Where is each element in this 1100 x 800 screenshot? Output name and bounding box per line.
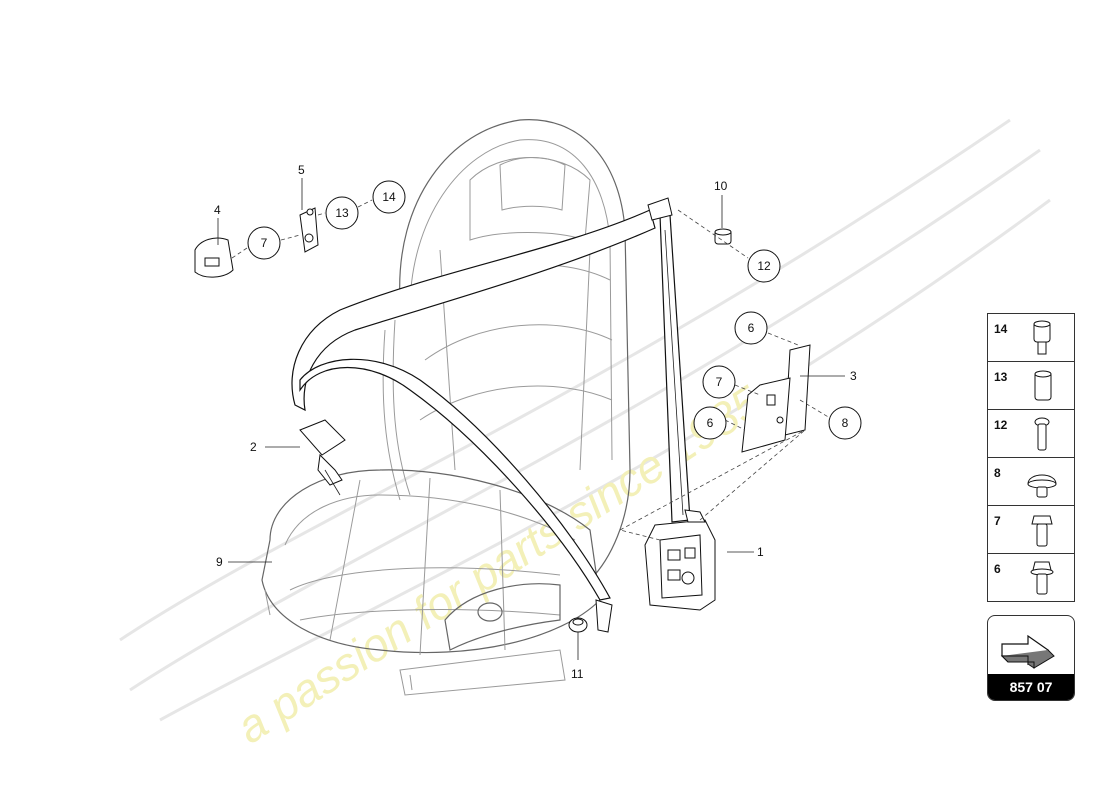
svg-text:13: 13 xyxy=(335,206,349,220)
legend-number: 8 xyxy=(994,466,1001,480)
callout-circle-8: 8 xyxy=(828,406,862,440)
arrow-icon xyxy=(1000,634,1055,669)
callout-4: 4 xyxy=(214,203,221,217)
callout-5: 5 xyxy=(298,163,305,177)
belt-webbing xyxy=(291,209,691,601)
legend-row: 6 xyxy=(988,554,1074,601)
sleeve-nut-icon xyxy=(1033,320,1051,355)
svg-text:14: 14 xyxy=(382,190,396,204)
legend-row: 8 xyxy=(988,458,1074,506)
legend-number: 7 xyxy=(994,514,1001,528)
legend-row: 13 xyxy=(988,362,1074,410)
diagram-code: 857 07 xyxy=(988,674,1074,700)
part-belt-tongue xyxy=(299,419,346,496)
part-sleeve xyxy=(714,228,732,245)
legend-number: 14 xyxy=(994,322,1008,336)
part-mounting-clip xyxy=(299,207,319,253)
hex-bolt-icon xyxy=(1031,515,1053,547)
part-cover-cap xyxy=(194,237,234,278)
diagram-reference-box[interactable]: 857 07 xyxy=(987,615,1075,701)
callout-circle-7b: 7 xyxy=(702,365,736,399)
callout-10: 10 xyxy=(714,179,728,193)
callout-circle-12: 12 xyxy=(747,249,781,283)
callout-circle-6b: 6 xyxy=(693,406,727,440)
spacer-sleeve-icon xyxy=(1034,370,1052,401)
leader-lines xyxy=(217,178,845,660)
callout-9: 9 xyxy=(216,555,223,569)
legend-number: 6 xyxy=(994,562,1001,576)
part-bracket xyxy=(741,344,811,453)
svg-text:6: 6 xyxy=(748,321,755,335)
flange-bolt-icon xyxy=(1030,561,1054,595)
callout-circle-14: 14 xyxy=(372,180,406,214)
svg-text:8: 8 xyxy=(842,416,849,430)
callout-circle-7a: 7 xyxy=(247,226,281,260)
svg-text:12: 12 xyxy=(757,259,771,273)
legend-number: 12 xyxy=(994,418,1008,432)
part-grommet xyxy=(568,617,588,633)
svg-text:7: 7 xyxy=(716,375,723,389)
part-upper-anchor xyxy=(595,197,673,633)
svg-text:6: 6 xyxy=(707,416,714,430)
callout-circle-13: 13 xyxy=(325,196,359,230)
callout-2: 2 xyxy=(250,440,257,454)
fastener-legend: 14 13 12 8 7 6 xyxy=(987,313,1075,602)
legend-number: 13 xyxy=(994,370,1008,384)
bolt-icon xyxy=(1034,417,1050,451)
legend-row: 7 xyxy=(988,506,1074,554)
callout-3: 3 xyxy=(850,369,857,383)
legend-row: 12 xyxy=(988,410,1074,458)
callout-1: 1 xyxy=(757,545,764,559)
plug-cap-icon xyxy=(1027,474,1057,498)
svg-text:7: 7 xyxy=(261,236,268,250)
part-retractor xyxy=(644,509,716,611)
callout-circle-6a: 6 xyxy=(734,311,768,345)
callout-11: 11 xyxy=(571,667,584,681)
legend-row: 14 xyxy=(988,314,1074,362)
